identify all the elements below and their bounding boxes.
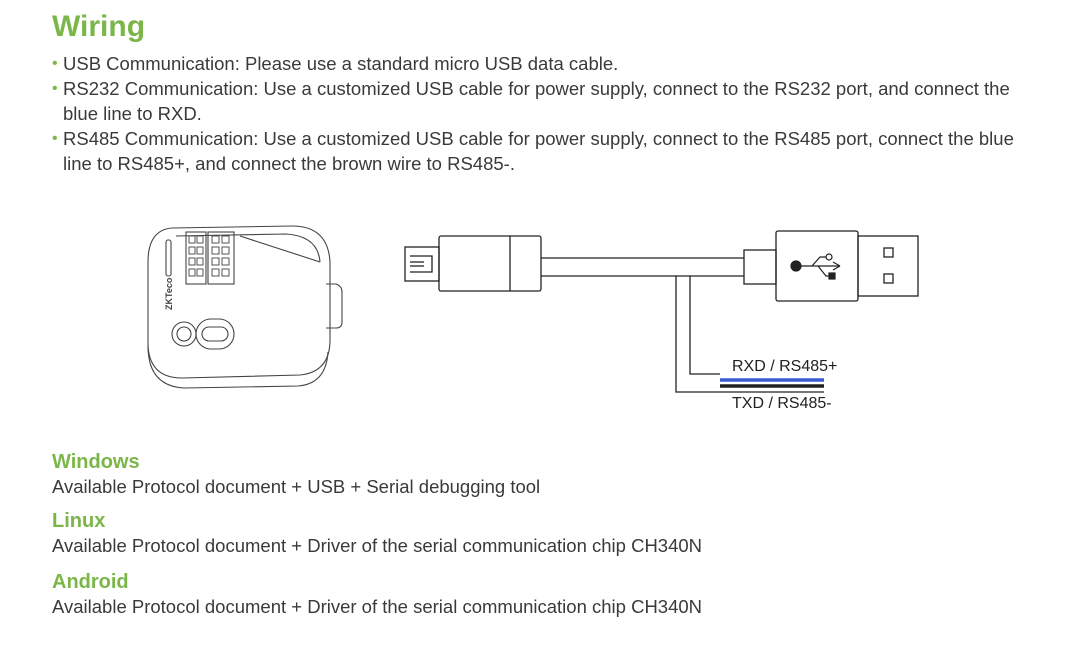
os-text-android: Available Protocol document + Driver of … [52,596,703,617]
bullet-rs232: RS232 Communication: Use a customized US… [52,76,1042,126]
os-heading-android: Android [52,571,129,593]
wire-label-rxd: RXD / RS485+ [732,358,837,375]
micro-usb-connector [404,235,542,292]
os-linux-section: Linux Available Protocol document + Driv… [52,508,702,558]
os-text-windows: Available Protocol document + USB + Seri… [52,476,541,497]
os-text-linux: Available Protocol document + Driver of … [52,535,703,556]
wire-label-txd: TXD / RS485- [732,395,832,412]
usb-icon [790,253,841,280]
wiring-bullet-list: USB Communication: Please use a standard… [52,51,1042,176]
bullet-usb: USB Communication: Please use a standard… [52,51,1042,76]
os-heading-windows: Windows [52,451,140,473]
os-windows-section: Windows Available Protocol document + US… [52,449,540,499]
device-logo: ZKTeco [164,277,174,310]
usb-a-connector [743,230,919,302]
os-android-section: Android Available Protocol document + Dr… [52,569,702,619]
device-illustration [147,225,343,389]
bullet-rs485: RS485 Communication: Use a customized US… [52,126,1042,176]
page-title: Wiring [52,10,146,43]
os-heading-linux: Linux [52,510,106,532]
usb-cable [541,257,824,393]
